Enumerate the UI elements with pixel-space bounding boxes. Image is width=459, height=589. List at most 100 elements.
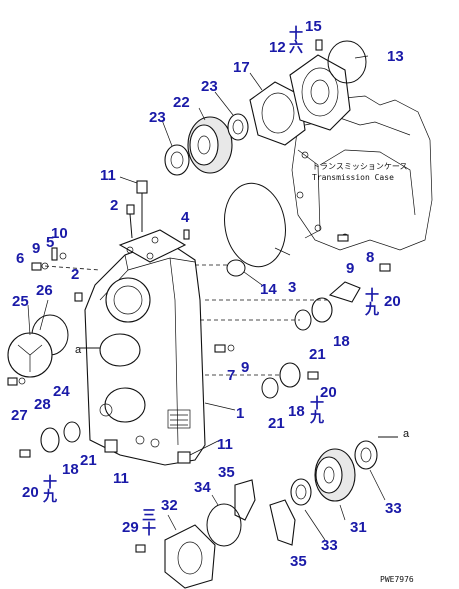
- kanji-mark-16: 十六: [289, 25, 303, 56]
- callout-20-upper: 20: [384, 293, 401, 310]
- callout-22: 22: [173, 94, 190, 111]
- plug-11-right: [177, 451, 191, 464]
- callout-21-lower: 21: [268, 415, 285, 432]
- bolt-20-upper: [379, 263, 391, 272]
- o-ring-13: [327, 40, 367, 84]
- callout-21-upper: 21: [309, 346, 326, 363]
- kanji-mark-30: 三十: [142, 508, 156, 538]
- callout-25: 25: [12, 293, 29, 310]
- bearing-33-left: [290, 478, 312, 506]
- callout-4: 4: [181, 209, 190, 226]
- bearing-23-right: [227, 113, 249, 141]
- case-label-jp: トランスミッションケース: [312, 162, 407, 171]
- callout-14: 14: [260, 281, 277, 298]
- callout-12: 12: [269, 39, 286, 56]
- case-label-en: Transmission Case: [312, 173, 394, 182]
- callout-9-right: 9: [346, 260, 354, 277]
- callout-18-lower: 18: [288, 403, 305, 420]
- shim-35-lower: [269, 499, 296, 546]
- callout-17: 17: [233, 59, 250, 76]
- kanji-16-b: 六: [289, 39, 303, 56]
- cover-18-lower: [279, 362, 301, 388]
- gear-22: [187, 116, 233, 174]
- callout-32: 32: [161, 497, 178, 514]
- callout-34: 34: [194, 479, 211, 496]
- callout-8: 8: [366, 249, 374, 266]
- callout-3: 3: [288, 279, 296, 296]
- gasket-3: [224, 182, 286, 268]
- gear-31: [314, 448, 356, 502]
- callout-6: 6: [16, 250, 24, 267]
- cover-32: [164, 524, 216, 589]
- pin-4: [183, 229, 190, 240]
- o-ring-14: [226, 259, 246, 277]
- callout-33-right: 33: [385, 500, 402, 517]
- o-ring-34: [206, 503, 242, 547]
- bracket-8: [328, 281, 361, 303]
- leader-lines: [27, 55, 386, 541]
- callout-13: 13: [387, 48, 404, 65]
- bolt-20-left: [19, 449, 31, 458]
- bolt-7: [214, 344, 226, 353]
- callout-2-left: 2: [71, 266, 79, 283]
- callout-1: 1: [236, 405, 244, 422]
- washer-10: [59, 252, 67, 260]
- o-ring-21-upper: [294, 309, 312, 331]
- callout-18-upper: 18: [333, 333, 350, 350]
- callout-11-left: 11: [113, 470, 129, 487]
- callout-7: 7: [227, 367, 235, 384]
- callout-35-upper: 35: [218, 464, 235, 481]
- callout-20-lower: 20: [320, 384, 337, 401]
- callout-5: 5: [46, 234, 54, 251]
- bolt-6: [31, 262, 42, 271]
- arrow-ref-a-right: a: [403, 428, 410, 440]
- callout-33-left: 33: [321, 537, 338, 554]
- callout-31: 31: [350, 519, 367, 536]
- callout-9-left: 9: [32, 240, 40, 257]
- callout-10: 10: [51, 225, 68, 242]
- callout-26: 26: [36, 282, 53, 299]
- callout-23-right: 23: [201, 78, 218, 95]
- o-ring-21-left: [63, 421, 81, 443]
- bolt-8: [337, 234, 349, 242]
- callout-18-left: 18: [62, 461, 79, 478]
- callout-15: 15: [305, 18, 322, 35]
- cover-12: [289, 54, 351, 131]
- cover-24: [7, 332, 53, 378]
- bearing-23-left: [164, 144, 190, 176]
- callout-29: 29: [122, 519, 139, 536]
- bolt-2-top: [126, 204, 135, 215]
- cover-gasket-17: [249, 81, 306, 146]
- bearing-33-right: [354, 440, 378, 470]
- callout-20-left: 20: [22, 484, 39, 501]
- kanji-16-a: 十: [289, 25, 303, 42]
- cover-18-left: [40, 427, 60, 453]
- bolt-20-lower: [307, 371, 319, 380]
- plug-11-top: [136, 180, 148, 194]
- kanji-mark-19-lower: 十九: [309, 395, 324, 426]
- callout-28: 28: [34, 396, 51, 413]
- callout-21-left: 21: [80, 452, 97, 469]
- callout-11-right: 11: [217, 436, 233, 453]
- bolt-5: [51, 247, 58, 261]
- callout-9-mid: 9: [241, 359, 249, 376]
- cover-18-upper: [311, 297, 333, 323]
- callout-11-top: 11: [100, 167, 116, 184]
- callout-27: 27: [11, 407, 28, 424]
- washer-9-mid: [227, 344, 235, 352]
- washer-28: [18, 377, 26, 385]
- bolt-29: [135, 544, 146, 553]
- main-housing-part: [84, 229, 206, 466]
- arrow-ref-a-left: a: [75, 344, 82, 356]
- bolt-2-left: [74, 292, 83, 302]
- shim-35-upper: [234, 479, 256, 521]
- bolt-15: [315, 39, 323, 51]
- diagram-code: PWE7976: [380, 575, 414, 584]
- callout-24: 24: [53, 383, 70, 400]
- plug-11-left: [104, 439, 118, 453]
- callout-35-lower: 35: [290, 553, 307, 570]
- bolt-27: [7, 377, 18, 386]
- kanji-mark-19-left: 十九: [42, 474, 57, 505]
- callout-23-left: 23: [149, 109, 166, 126]
